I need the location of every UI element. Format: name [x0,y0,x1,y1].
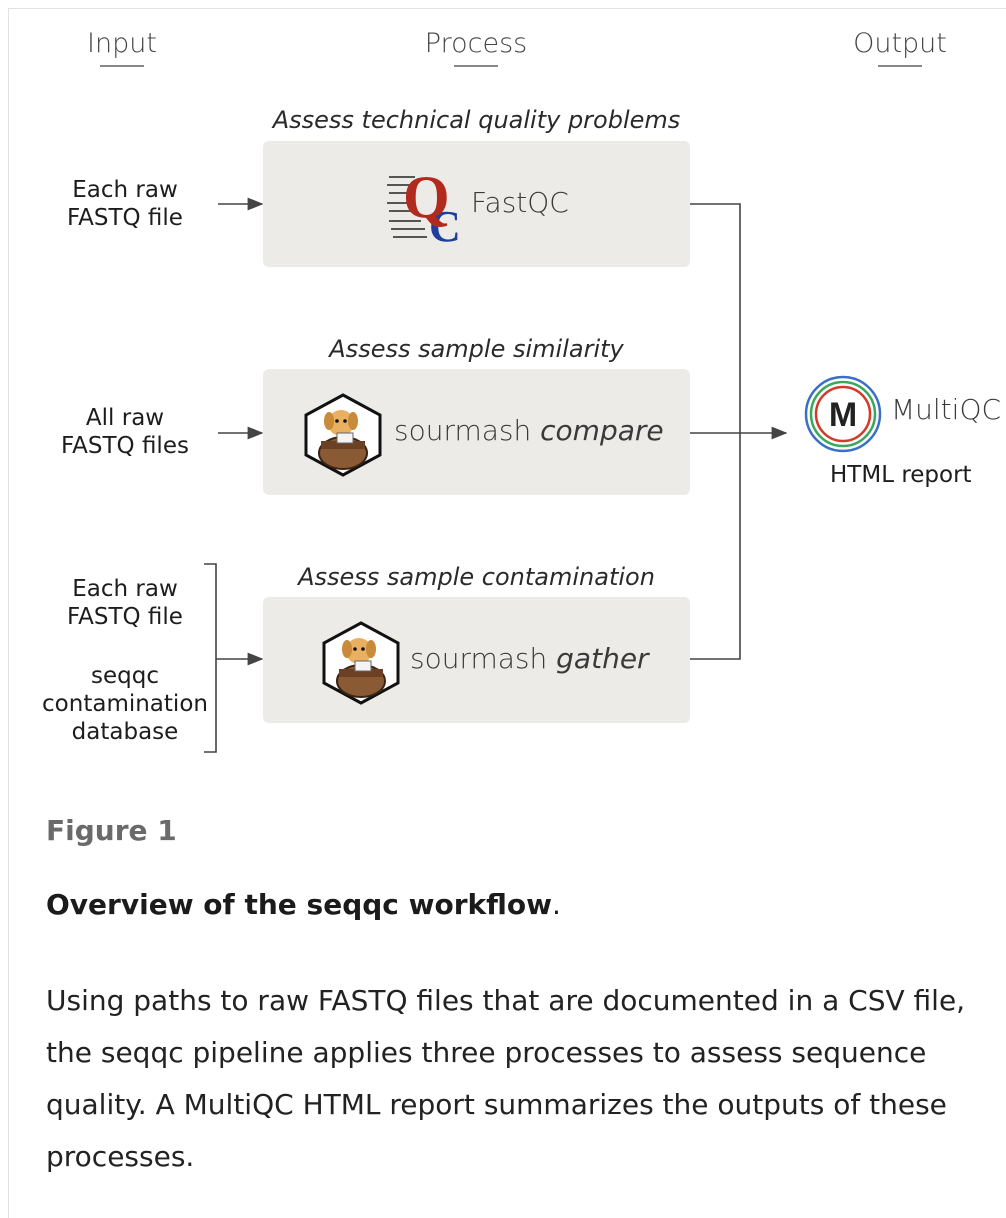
figure-title: Overview of the seqqc workflow. [46,888,561,921]
output-heading-underline [878,65,922,67]
input-3b-line-1: seqqc [91,663,159,689]
input-label-3b: seqqc contamination database [30,662,220,746]
output-column-heading: Output [845,28,955,67]
process-column-heading: Process [406,28,546,67]
process-3-box: sourmash gather [263,597,690,723]
input-column-heading: Input [72,28,172,67]
sourmash-compare-command: compare [540,414,664,447]
input-3a-line-1: Each raw [72,576,178,602]
figure-caption: Using paths to raw FASTQ files that are … [46,984,966,1173]
merge-connector [690,203,741,660]
input-1-line-2: FASTQ file [67,205,183,231]
input-heading-text: Input [87,28,157,59]
input-label-2: All raw FASTQ files [40,404,210,460]
process-1-box: C Q FastQC [263,141,690,267]
input-1-line-1: Each raw [72,177,178,203]
process-1-tool-name: FastQC [471,186,569,219]
process-1-title: Assess technical quality problems [272,106,681,134]
sourmash-compare-prefix: sourmash [394,414,541,447]
process-2-tool-name: sourmash compare [394,414,664,447]
sourmash-gather-prefix: sourmash [410,642,557,675]
figure-title-bold: Overview of the seqqc workflow [46,888,553,921]
input-3b-line-2: contamination [42,691,208,717]
svg-text:Q: Q [403,164,450,230]
multiqc-logo-letter: M [829,396,857,434]
multiqc-label: MultiQC [891,393,1002,426]
output-heading-text: Output [853,28,947,59]
input-2-line-1: All raw [85,405,165,431]
sourmash-logo-icon [322,621,400,705]
input-heading-underline [100,65,144,67]
input-bracket [204,563,217,753]
html-report-label: HTML report [830,462,972,488]
sourmash-logo-icon [304,393,382,477]
process-2-box: sourmash compare [263,369,690,495]
process-heading-underline [454,65,498,67]
input-label-1: Each raw FASTQ file [40,176,210,232]
input-3a-line-2: FASTQ file [67,604,183,630]
input-2-line-2: FASTQ files [61,433,189,459]
multiqc-logo-icon: M [804,375,882,453]
process-heading-text: Process [424,28,528,59]
fastqc-logo-icon: C Q [387,164,461,245]
sourmash-gather-command: gather [556,642,649,675]
process-3-tool-name: sourmash gather [410,642,649,675]
fastqc-label: FastQC [471,186,569,219]
connector-lines [204,197,788,753]
process-2-title: Assess sample similarity [329,335,624,363]
input-label-3a: Each raw FASTQ file [40,575,210,631]
svg-text:C: C [429,202,461,245]
page-frame [8,8,1006,1218]
figure-label: Figure 1 [46,814,177,847]
workflow-diagram: Input Process Output Each raw FASTQ file… [30,28,1002,753]
figure-title-period: . [552,888,561,921]
input-3b-line-3: database [71,719,179,745]
process-3-title: Assess sample contamination [298,563,655,591]
